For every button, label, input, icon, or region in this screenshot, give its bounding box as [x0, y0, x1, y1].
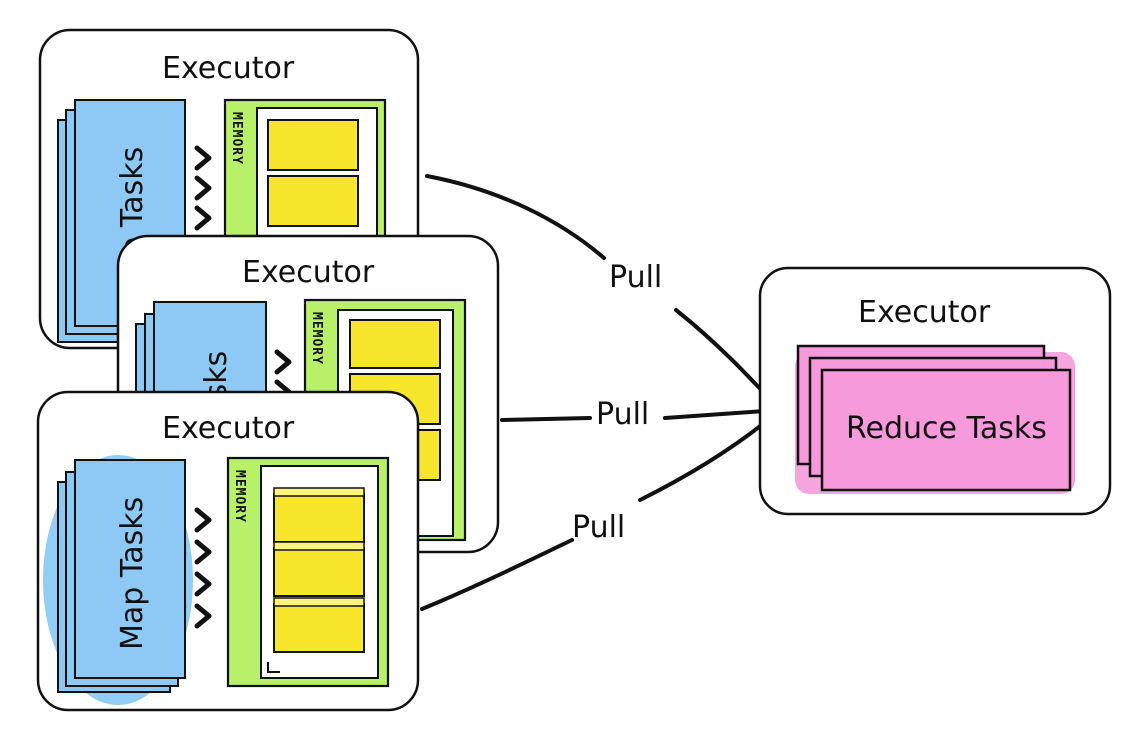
executor-title-3: Executor	[162, 411, 295, 446]
reducer-title: Executor	[858, 295, 991, 330]
memory-label-2: MEMORY	[309, 312, 324, 365]
pull-line-middle-a	[500, 416, 592, 422]
pull-label-middle: Pull	[596, 397, 649, 432]
reduce-tasks-label: Reduce Tasks	[846, 411, 1047, 446]
pull-connectors: Pull Pull Pull	[420, 174, 786, 611]
map-tasks-stack-3: Map Tasks	[43, 455, 193, 705]
pull-line-top-a	[425, 174, 606, 260]
executor-title-1: Executor	[162, 51, 295, 86]
memory-block-1	[273, 487, 365, 543]
pull-label-bottom: Pull	[572, 510, 625, 545]
memory-label-3: MEMORY	[232, 470, 247, 523]
reducer-executor-card: Executor Reduce Tasks	[758, 266, 1112, 516]
memory-block-2	[273, 541, 365, 597]
memory-block-3	[273, 597, 365, 653]
memory-label-1: MEMORY	[229, 112, 244, 165]
chevrons-3	[194, 507, 212, 629]
chevrons-1	[194, 145, 212, 231]
reduce-tasks-stack: Reduce Tasks	[795, 344, 1075, 494]
memory-panel-3: MEMORY	[226, 456, 390, 688]
executor-card-3: Executor Map Tasks MEMORY	[36, 390, 420, 712]
pull-line-bottom-a	[420, 538, 574, 611]
map-tasks-label-3: Map Tasks	[115, 497, 150, 650]
pull-label-top: Pull	[609, 260, 662, 295]
executor-title-2: Executor	[242, 255, 375, 290]
